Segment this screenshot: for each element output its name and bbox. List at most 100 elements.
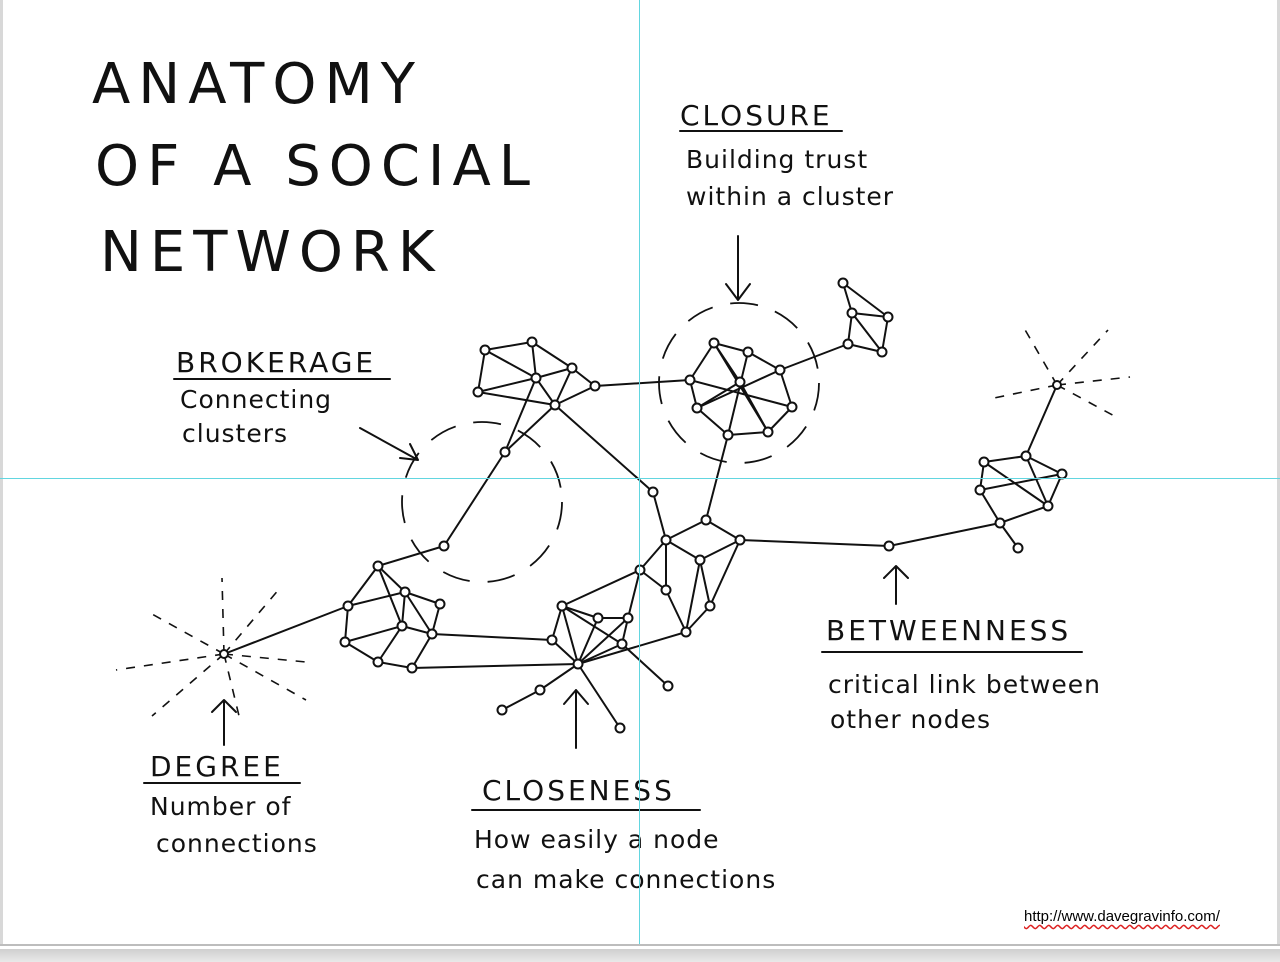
network-edge — [689, 342, 715, 381]
network-node — [1020, 450, 1032, 462]
network-edge — [739, 539, 890, 547]
network-edge — [484, 349, 537, 379]
network-node — [566, 362, 578, 374]
network-edge — [484, 341, 533, 351]
network-node — [546, 634, 558, 646]
network-node — [634, 564, 646, 576]
network-edge — [627, 569, 641, 619]
network-edge — [535, 367, 573, 379]
network-node — [556, 600, 568, 612]
network-node — [842, 338, 854, 350]
network-edge — [411, 663, 579, 669]
network-node — [426, 628, 438, 640]
network-node — [876, 346, 888, 358]
brokerage-arrow — [359, 427, 419, 461]
network-node — [660, 534, 672, 546]
network-node — [882, 311, 894, 323]
network-edge — [779, 343, 849, 371]
network-node — [994, 517, 1006, 529]
network-node — [499, 446, 511, 458]
network-node — [406, 662, 418, 674]
network-edge — [554, 367, 573, 406]
network-edge — [652, 491, 667, 541]
network-node — [616, 638, 628, 650]
network-node — [399, 586, 411, 598]
network-edge — [554, 385, 596, 406]
network-edge — [713, 342, 769, 433]
network-node — [974, 484, 986, 496]
network-nodes — [219, 277, 1068, 734]
closure-heading: CLOSURE — [680, 99, 833, 132]
network-edge — [779, 369, 793, 408]
network-edge — [404, 591, 433, 635]
title-line-1: ANATOMY — [92, 52, 423, 117]
network-edge — [713, 342, 749, 353]
network-node — [722, 429, 734, 441]
network-edge — [979, 489, 1001, 524]
network-edge — [665, 589, 687, 633]
network-node — [496, 704, 508, 716]
brokerage-dashed-circle — [401, 421, 563, 583]
network-node — [342, 600, 354, 612]
network-edge — [344, 641, 379, 663]
network-edge — [842, 282, 889, 318]
network-edge — [504, 377, 537, 453]
network-edge — [477, 391, 556, 406]
network-edge — [577, 617, 629, 665]
network-edge — [561, 569, 641, 607]
network-node — [372, 656, 384, 668]
betweenness-arrow — [883, 565, 909, 605]
network-edge — [411, 633, 433, 669]
degree-desc-1: Number of — [150, 792, 292, 821]
network-edge — [621, 643, 669, 687]
network-node — [372, 560, 384, 572]
closeness-heading: CLOSENESS — [482, 774, 675, 807]
network-edge — [347, 565, 379, 607]
network-node — [526, 336, 538, 348]
network-node — [589, 380, 601, 392]
network-edge — [554, 404, 654, 493]
network-node — [774, 364, 786, 376]
network-edge — [881, 316, 889, 353]
network-node — [742, 346, 754, 358]
network-node — [592, 612, 604, 624]
network-edge — [477, 349, 486, 393]
network-node — [434, 598, 446, 610]
network-node — [534, 684, 546, 696]
network-edge — [689, 379, 793, 408]
network-node — [691, 402, 703, 414]
network-edge — [705, 519, 741, 541]
network-node — [786, 401, 798, 413]
network-node — [762, 426, 774, 438]
network-node — [438, 540, 450, 552]
degree-desc-2: connections — [156, 829, 318, 858]
network-node — [479, 344, 491, 356]
source-url[interactable]: http://www.davegravinfo.com/ — [1024, 908, 1220, 925]
network-edge — [639, 539, 667, 571]
network-edge — [344, 625, 403, 643]
network-node — [680, 626, 692, 638]
network-edge — [665, 519, 707, 541]
network-node — [846, 307, 858, 319]
degree-arrow — [211, 699, 237, 746]
network-edge — [888, 522, 1001, 547]
left-border — [0, 0, 3, 962]
network-edge — [699, 539, 741, 561]
network-node — [883, 540, 895, 552]
degree-heading: DEGREE — [150, 750, 284, 783]
network-edge — [531, 341, 573, 369]
closure-arrow — [725, 235, 751, 301]
network-edge — [561, 605, 579, 665]
network-edge — [577, 631, 687, 665]
network-edge — [504, 404, 556, 453]
network-node — [1042, 500, 1054, 512]
network-edge — [477, 377, 537, 393]
degree-star-rays — [115, 577, 307, 721]
network-node — [472, 386, 484, 398]
network-edge — [979, 473, 1063, 491]
network-edge — [851, 312, 889, 318]
closure-desc-1: Building trust — [686, 145, 868, 174]
network-edge — [851, 312, 883, 353]
